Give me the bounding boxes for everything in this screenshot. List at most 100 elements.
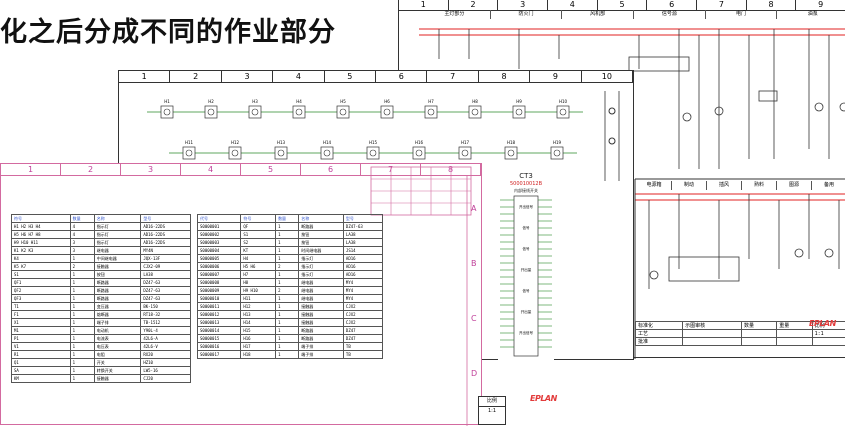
indicator-lamp-H10: H10 [557,99,569,118]
front-table-left-cell: RX20 [141,351,191,359]
front-table-left-cell: 电流表 [94,335,141,343]
front-table-right-cell: DZ47 [343,335,382,343]
front-table-right-header-cell: 代号 [198,215,241,223]
back-lower-header: 电源箱制动插风熟料图源备用 [637,181,845,190]
front-table-right-cell: 1 [276,295,299,303]
front-table-left-header-cell: 型号 [141,215,191,223]
front-table-left-cell: 42L6-V [141,343,191,351]
front-table-left-cell: 中间继电器 [94,255,141,263]
front-table-left-header-cell: 数量 [70,215,94,223]
front-table-left-header-cell: 名称 [94,215,141,223]
front-table-right-cell: 指示灯 [299,271,344,279]
front-table-right-cell: 按钮 [299,239,344,247]
indicator-lamp-H19: H19 [551,140,563,159]
front-table-left-cell: 1 [70,255,94,263]
ct-row-label: 信号 [523,288,531,293]
ct-row-label: 信号 [523,246,531,251]
front-table-right-cell: DZ47 [343,327,382,335]
front-table-right-cell: H18 [241,351,276,359]
front-table-right-cell: 断路器 [299,327,344,335]
front-table-right-cell: 1 [276,351,299,359]
back-lower-header-cell-3: 熟料 [742,181,777,190]
front-table-left-cell: 断路器 [94,295,141,303]
back-title-cell [812,338,845,346]
front-table-right-cell: S0000003 [198,239,241,247]
front-table-left-cell: X1 [12,319,71,327]
svg-text:H19: H19 [553,140,562,145]
front-table-right-cell: 按钮 [299,231,344,239]
front-table-left-cell: DZ47-63 [141,287,191,295]
front-table-right-cell: CJX2 [343,311,382,319]
front-table-right-header-cell: 符号 [241,215,276,223]
front-table-left-cell: 指示灯 [94,231,141,239]
front-table-right-cell: 1 [276,239,299,247]
front-table-left-cell: 1 [70,287,94,295]
ct-row-label: 开出信号 [519,330,533,335]
front-table-left-cell: 接触器 [94,375,141,383]
indicator-lamp-H6: H6 [381,99,393,118]
front-table-right-cell: 指示灯 [299,255,344,263]
front-table-left-cell: 1 [70,295,94,303]
front-table-right-cell: 继电器 [299,295,344,303]
front-table-left-cell: K5 K7 [12,263,71,271]
front-table-left-cell: S1 [12,271,71,279]
front-table-right-cell: S0000009 [198,287,241,295]
middle-column-8: 9 [530,71,581,82]
front-table-right-cell: KT [241,247,276,255]
front-table-right-cell: 1 [276,255,299,263]
front-table-right-cell: 1 [276,343,299,351]
front-table-right-cell: H8 [241,279,276,287]
indicator-lamp-H11: H11 [183,140,195,159]
front-table-left-cell: HZ10 [141,359,191,367]
front-table-left-cell: QF2 [12,287,71,295]
front-table-right-cell: LA38 [343,239,382,247]
front-table-left-cell: 电阻 [94,351,141,359]
front-table-left-cell: K1 K2 K3 [12,247,71,255]
front-table-right-cell: AD16 [343,263,382,271]
front-table-left-cell: 端子排 [94,319,141,327]
front-table-right-cell: S0000005 [198,255,241,263]
front-table-left-cell: MY4N [141,247,191,255]
middle-column-0: 1 [119,71,170,82]
svg-text:H3: H3 [252,99,258,104]
front-table-right-cell: 1 [276,319,299,327]
indicator-lamp-H1: H1 [161,99,173,118]
front-watermark: EPLAN [530,394,557,403]
indicator-lamp-H3: H3 [249,99,261,118]
svg-text:H7: H7 [428,99,434,104]
front-table-right-cell: 1 [276,247,299,255]
front-table-left-cell: JQX-13F [141,255,191,263]
back-title-cell: 重量 [777,322,812,330]
front-table-left-cell: 1 [70,279,94,287]
front-table-right-cell: H9 H10 [241,287,276,295]
front-table-left-cell: Y90L-4 [141,327,191,335]
front-table-right-cell: S0000001 [198,223,241,231]
front-table-left-cell: H5 H6 H7 H8 [12,231,71,239]
front-table-right-cell: 断路器 [299,335,344,343]
front-table-left-cell: QF3 [12,295,71,303]
front-table-right-cell: S1 [241,231,276,239]
front-table-left-cell: Q1 [12,359,71,367]
svg-text:H5: H5 [340,99,346,104]
front-table-left-cell: 1 [70,375,94,383]
back-title-row: 批准 [636,338,845,346]
front-table-right-cell: S2 [241,239,276,247]
front-table-right-cell: S0000016 [198,343,241,351]
indicator-lamp-H17: H17 [459,140,471,159]
front-table-right-cell: H16 [241,335,276,343]
front-table-left-cell: RT18-32 [141,311,191,319]
svg-text:H11: H11 [185,140,194,145]
